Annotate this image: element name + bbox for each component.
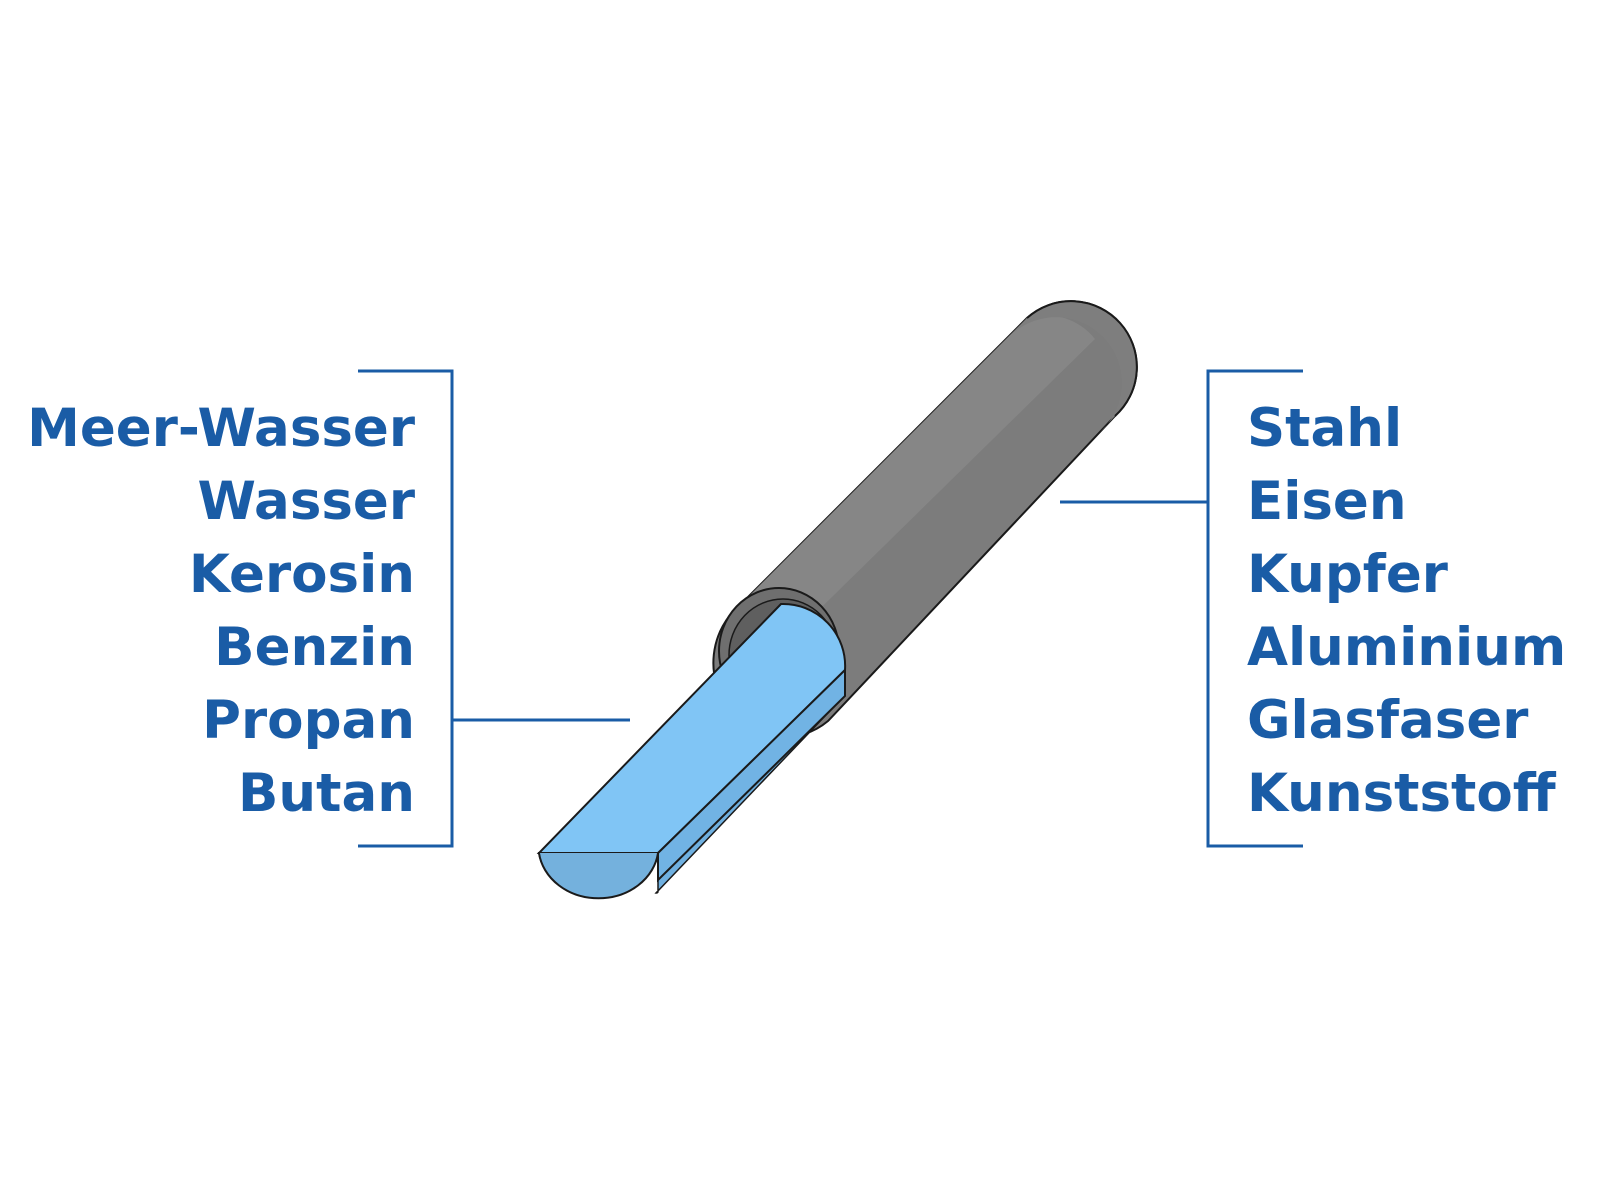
material-label: Aluminium [1247,617,1567,678]
fluid-label: Butan [238,763,415,824]
material-label: Stahl [1247,398,1403,459]
materials-bracket [1060,369,1303,848]
fluids-bracket [358,369,630,848]
material-label: Eisen [1247,471,1407,532]
fluid-underside [657,667,846,883]
fluid-label: Propan [202,690,415,751]
fluid-side [654,694,846,894]
material-label: Kunststoff [1247,763,1556,824]
material-label: Glasfaser [1247,690,1529,751]
pipe-highlight [740,315,1095,647]
material-label: Kupfer [1247,544,1448,605]
fluids-list: Meer-Wasser Wasser Kerosin Benzin Propan… [27,392,415,830]
fluid [536,602,847,900]
fluid-end-face-curve [538,852,659,900]
fluid-label: Kerosin [188,544,415,605]
pipe-end-cap [1012,301,1137,432]
fluid-label: Meer-Wasser [27,398,415,459]
fluid-label: Wasser [197,471,415,532]
materials-list: Stahl Eisen Kupfer Aluminium Glasfaser K… [1247,392,1566,830]
fluid-label: Benzin [214,617,415,678]
